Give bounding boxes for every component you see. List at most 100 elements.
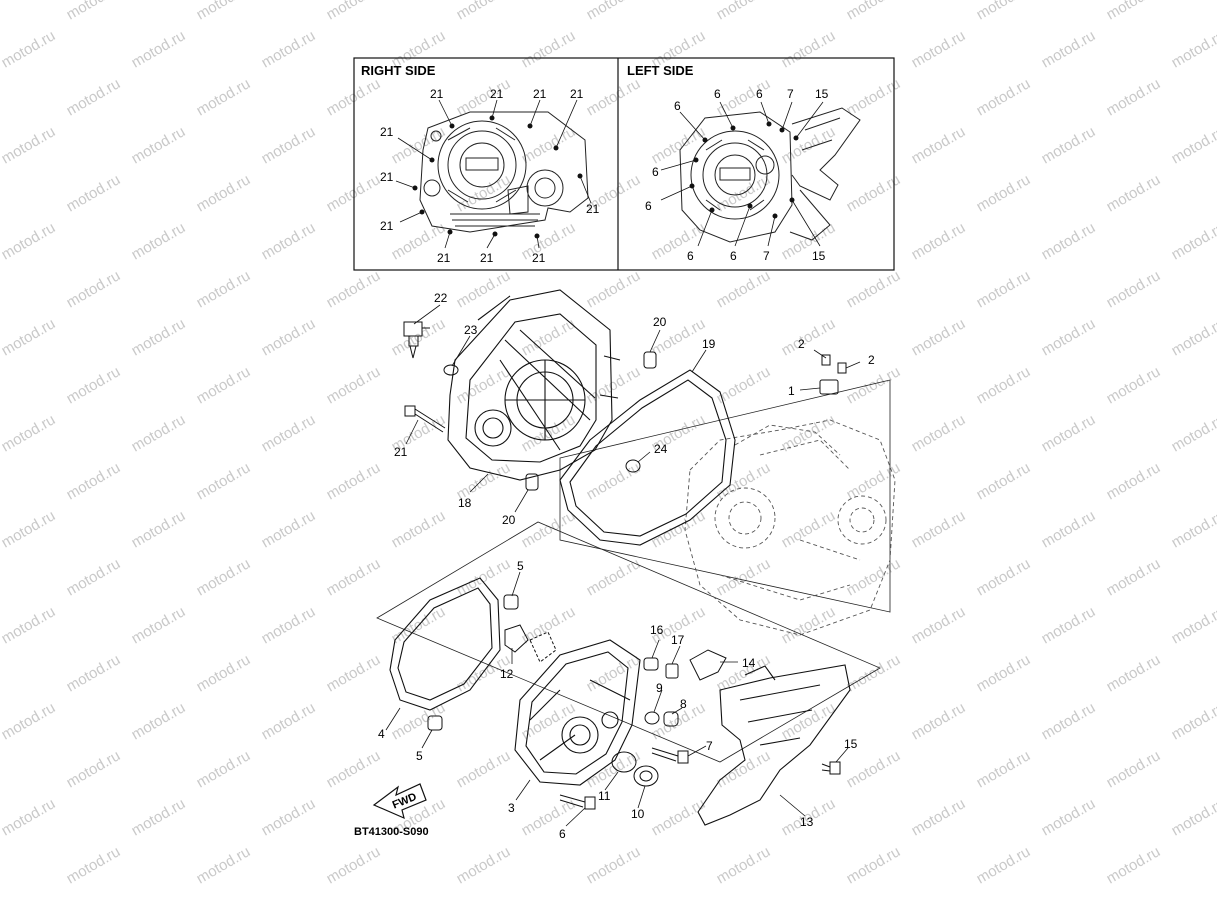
part-label-19: 19 (702, 337, 716, 351)
part-label-5-top: 5 (517, 559, 524, 573)
watermark-text: motod.ru (129, 603, 189, 647)
watermark-text: motod.ru (324, 651, 384, 695)
watermark-text: motod.ru (129, 219, 189, 263)
watermark-text: motod.ru (909, 411, 969, 455)
right-crankcase-cover (447, 289, 621, 481)
right-callout-6: 21 (380, 170, 394, 184)
watermark-text: motod.ru (909, 507, 969, 551)
watermark-text: motod.ru (64, 843, 124, 887)
left-callout-9: 6 (730, 249, 737, 263)
watermark-text: motod.ru (1104, 459, 1164, 503)
watermark-text: motod.ru (1169, 603, 1217, 647)
gasket-4 (389, 577, 501, 711)
part-label-13: 13 (800, 815, 814, 829)
watermark-text: motod.ru (844, 555, 904, 599)
watermark-text: motod.ru (584, 555, 644, 599)
gasket-19 (559, 369, 736, 546)
watermark-text: motod.ru (844, 843, 904, 887)
bolt-17 (665, 663, 679, 679)
bolt-7 (651, 747, 689, 764)
watermark-text: motod.ru (974, 555, 1034, 599)
watermark-text: motod.ru (1169, 315, 1217, 359)
watermark-text: motod.ru (844, 747, 904, 791)
watermark-text: motod.ru (454, 843, 514, 887)
watermark-text: motod.ru (519, 795, 579, 839)
part-label-21: 21 (394, 445, 408, 459)
part-label-5-bottom: 5 (416, 749, 423, 763)
watermark-text: motod.ru (1104, 651, 1164, 695)
watermark-text: motod.ru (324, 75, 384, 119)
watermark-text: motod.ru (1169, 219, 1217, 263)
watermark-text: motod.ru (259, 27, 319, 71)
left-callout-leaders (660, 101, 824, 247)
watermark-text: motod.ru (194, 747, 254, 791)
watermark-text: motod.ru (194, 75, 254, 119)
watermark-text: motod.ru (64, 75, 124, 119)
left-callout-6: 6 (652, 165, 659, 179)
watermark-text: motod.ru (259, 123, 319, 167)
part-label-2-right: 2 (868, 353, 875, 367)
watermark-text: motod.ru (1169, 507, 1217, 551)
watermark-text: motod.ru (909, 315, 969, 359)
part-label-15: 15 (844, 737, 858, 751)
watermark-text: motod.ru (259, 603, 319, 647)
plate-14 (689, 649, 727, 681)
watermark-text: motod.ru (1104, 843, 1164, 887)
watermark-text: motod.ru (129, 27, 189, 71)
watermark-text: motod.ru (129, 315, 189, 359)
watermark-text: motod.ru (909, 123, 969, 167)
watermark-text: motod.ru (64, 555, 124, 599)
watermark-text: motod.ru (0, 123, 58, 167)
right-callout-3: 21 (533, 87, 547, 101)
watermark-text: motod.ru (1039, 795, 1099, 839)
watermark-text: motod.ru (454, 555, 514, 599)
watermark-text: motod.ru (129, 699, 189, 743)
main-leaders (385, 304, 861, 827)
watermark-text: motod.ru (0, 795, 58, 839)
crankcase-phantom (684, 419, 896, 636)
watermark-text: motod.ru (974, 0, 1034, 23)
watermark-text: motod.ru (1039, 699, 1099, 743)
watermark-text: motod.ru (649, 123, 709, 167)
bolt-15 (821, 761, 841, 775)
left-callout-7: 6 (645, 199, 652, 213)
part-label-17: 17 (671, 633, 685, 647)
watermark-text: motod.ru (1039, 411, 1099, 455)
watermark-text: motod.ru (1169, 27, 1217, 71)
part-label-4: 4 (378, 727, 385, 741)
o-ring-part (443, 364, 459, 376)
watermark-text: motod.ru (64, 267, 124, 311)
watermark-text: motod.ru (324, 0, 384, 23)
sprocket-cover-13 (697, 664, 851, 826)
watermark-text: motod.ru (129, 795, 189, 839)
watermark-text: motod.ru (974, 171, 1034, 215)
watermark-text: motod.ru (1104, 171, 1164, 215)
bolt-6 (559, 794, 596, 810)
watermark-text: motod.ru (259, 507, 319, 551)
left-crankcase-cover (514, 639, 641, 786)
right-callout-9: 21 (437, 251, 451, 265)
watermark-text: motod.ru (909, 603, 969, 647)
left-callout-dots (689, 121, 799, 219)
watermark-text: motod.ru (0, 699, 58, 743)
watermark-text: motod.ru (0, 603, 58, 647)
watermark-text: motod.ru (324, 267, 384, 311)
watermark-text: motod.ru (454, 747, 514, 791)
watermark-text: motod.ru (259, 411, 319, 455)
watermark-text: motod.ru (519, 27, 579, 71)
left-side-cover-drawing (679, 107, 861, 243)
watermark-text: motod.ru (1039, 27, 1099, 71)
plug-16 (643, 657, 659, 671)
right-callout-leaders (395, 99, 592, 249)
watermark-text: motod.ru (64, 651, 124, 695)
watermark-text: motod.ru (1104, 747, 1164, 791)
watermark-text: motod.ru (194, 555, 254, 599)
watermark-text: motod.ru (454, 0, 514, 23)
watermark-text: motod.ru (519, 123, 579, 167)
watermark-text: motod.ru (64, 171, 124, 215)
watermark-text: motod.ru (974, 363, 1034, 407)
watermark-text: motod.ru (64, 0, 124, 23)
watermark-text: motod.ru (324, 747, 384, 791)
watermark-text: motod.ru (844, 0, 904, 23)
